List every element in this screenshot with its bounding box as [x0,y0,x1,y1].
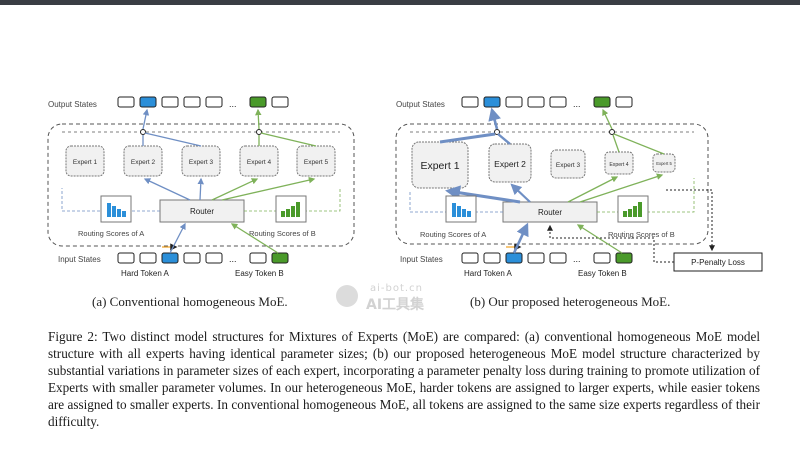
input-tokens: ... [461,252,633,264]
router: Router [159,199,245,223]
svg-text:Router: Router [538,208,562,217]
expert-5: Expert 5 [652,153,676,173]
svg-text:Expert 5: Expert 5 [304,159,329,166]
expert-2: Expert 2 [123,145,163,177]
p-penalty-loss: P-Penalty Loss [673,252,763,272]
watermark-logo-icon [336,285,358,307]
expert-5: Expert 5 [296,145,336,177]
subcaption-a: (a) Conventional homogeneous MoE. [92,294,288,309]
input-states-label: Input States [58,255,101,264]
routing-scores-b-label: Routing Scores of B [608,230,675,239]
moe-frame [395,123,709,245]
svg-text:Expert 5: Expert 5 [656,161,672,166]
svg-text:...: ... [573,99,581,109]
expert-1: Expert 1 [411,141,469,189]
expert-4: Expert 4 [604,151,634,175]
input-tokens: ... [117,252,289,264]
routing-score-chart-b [275,195,307,223]
svg-text:...: ... [229,99,237,109]
router: Router [502,201,598,223]
subcaption-b: (b) Our proposed heterogeneous MoE. [470,294,671,309]
expert-3: Expert 3 [181,145,221,177]
svg-text:...: ... [573,254,581,264]
expert-2: Expert 2 [488,143,532,183]
panel-b: Output States ... Expert 1 Expert 2 Expe… [395,96,763,278]
svg-text:Expert 2: Expert 2 [494,159,526,169]
svg-text:Expert 2: Expert 2 [131,159,156,166]
svg-text:Expert 4: Expert 4 [609,162,628,168]
routing-scores-b-label: Routing Scores of B [249,229,316,238]
routing-score-chart-a [100,195,132,223]
svg-text:Expert 1: Expert 1 [73,159,98,166]
output-tokens: ... [461,96,633,109]
svg-text:Router: Router [190,207,214,216]
expert-3: Expert 3 [550,149,586,179]
moe-frame [47,123,355,247]
easy-token-b-label: Easy Token B [578,269,627,278]
routing-score-chart-a [445,195,477,223]
hard-token-a-label: Hard Token A [464,269,513,278]
routing-score-chart-b [617,195,649,223]
svg-text:Expert 3: Expert 3 [189,159,214,166]
expert-4: Expert 4 [239,145,279,177]
watermark: ai-bot.cn AI工具集 [336,283,424,313]
svg-text:P-Penalty Loss: P-Penalty Loss [691,258,745,267]
routing-scores-a-label: Routing Scores of A [420,230,486,239]
panel-a: Output States ... Expert 1 Expert 2 Expe… [47,96,355,278]
output-states-label: Output States [48,100,97,109]
output-tokens: ... [117,96,289,109]
svg-text:Expert 3: Expert 3 [556,162,581,169]
hard-token-a-label: Hard Token A [121,269,170,278]
easy-token-b-label: Easy Token B [235,269,284,278]
top-bar [0,0,800,5]
input-states-label: Input States [400,255,443,264]
svg-text:Expert 1: Expert 1 [420,160,459,172]
figure-diagram: Output States ... Expert 1 Expert 2 Expe… [47,96,763,278]
figure-caption: Figure 2: Two distinct model structures … [48,329,760,429]
svg-text:Expert 4: Expert 4 [247,159,272,166]
svg-text:...: ... [229,254,237,264]
output-states-label: Output States [396,100,445,109]
routing-scores-a-label: Routing Scores of A [78,229,144,238]
expert-1: Expert 1 [65,145,105,177]
